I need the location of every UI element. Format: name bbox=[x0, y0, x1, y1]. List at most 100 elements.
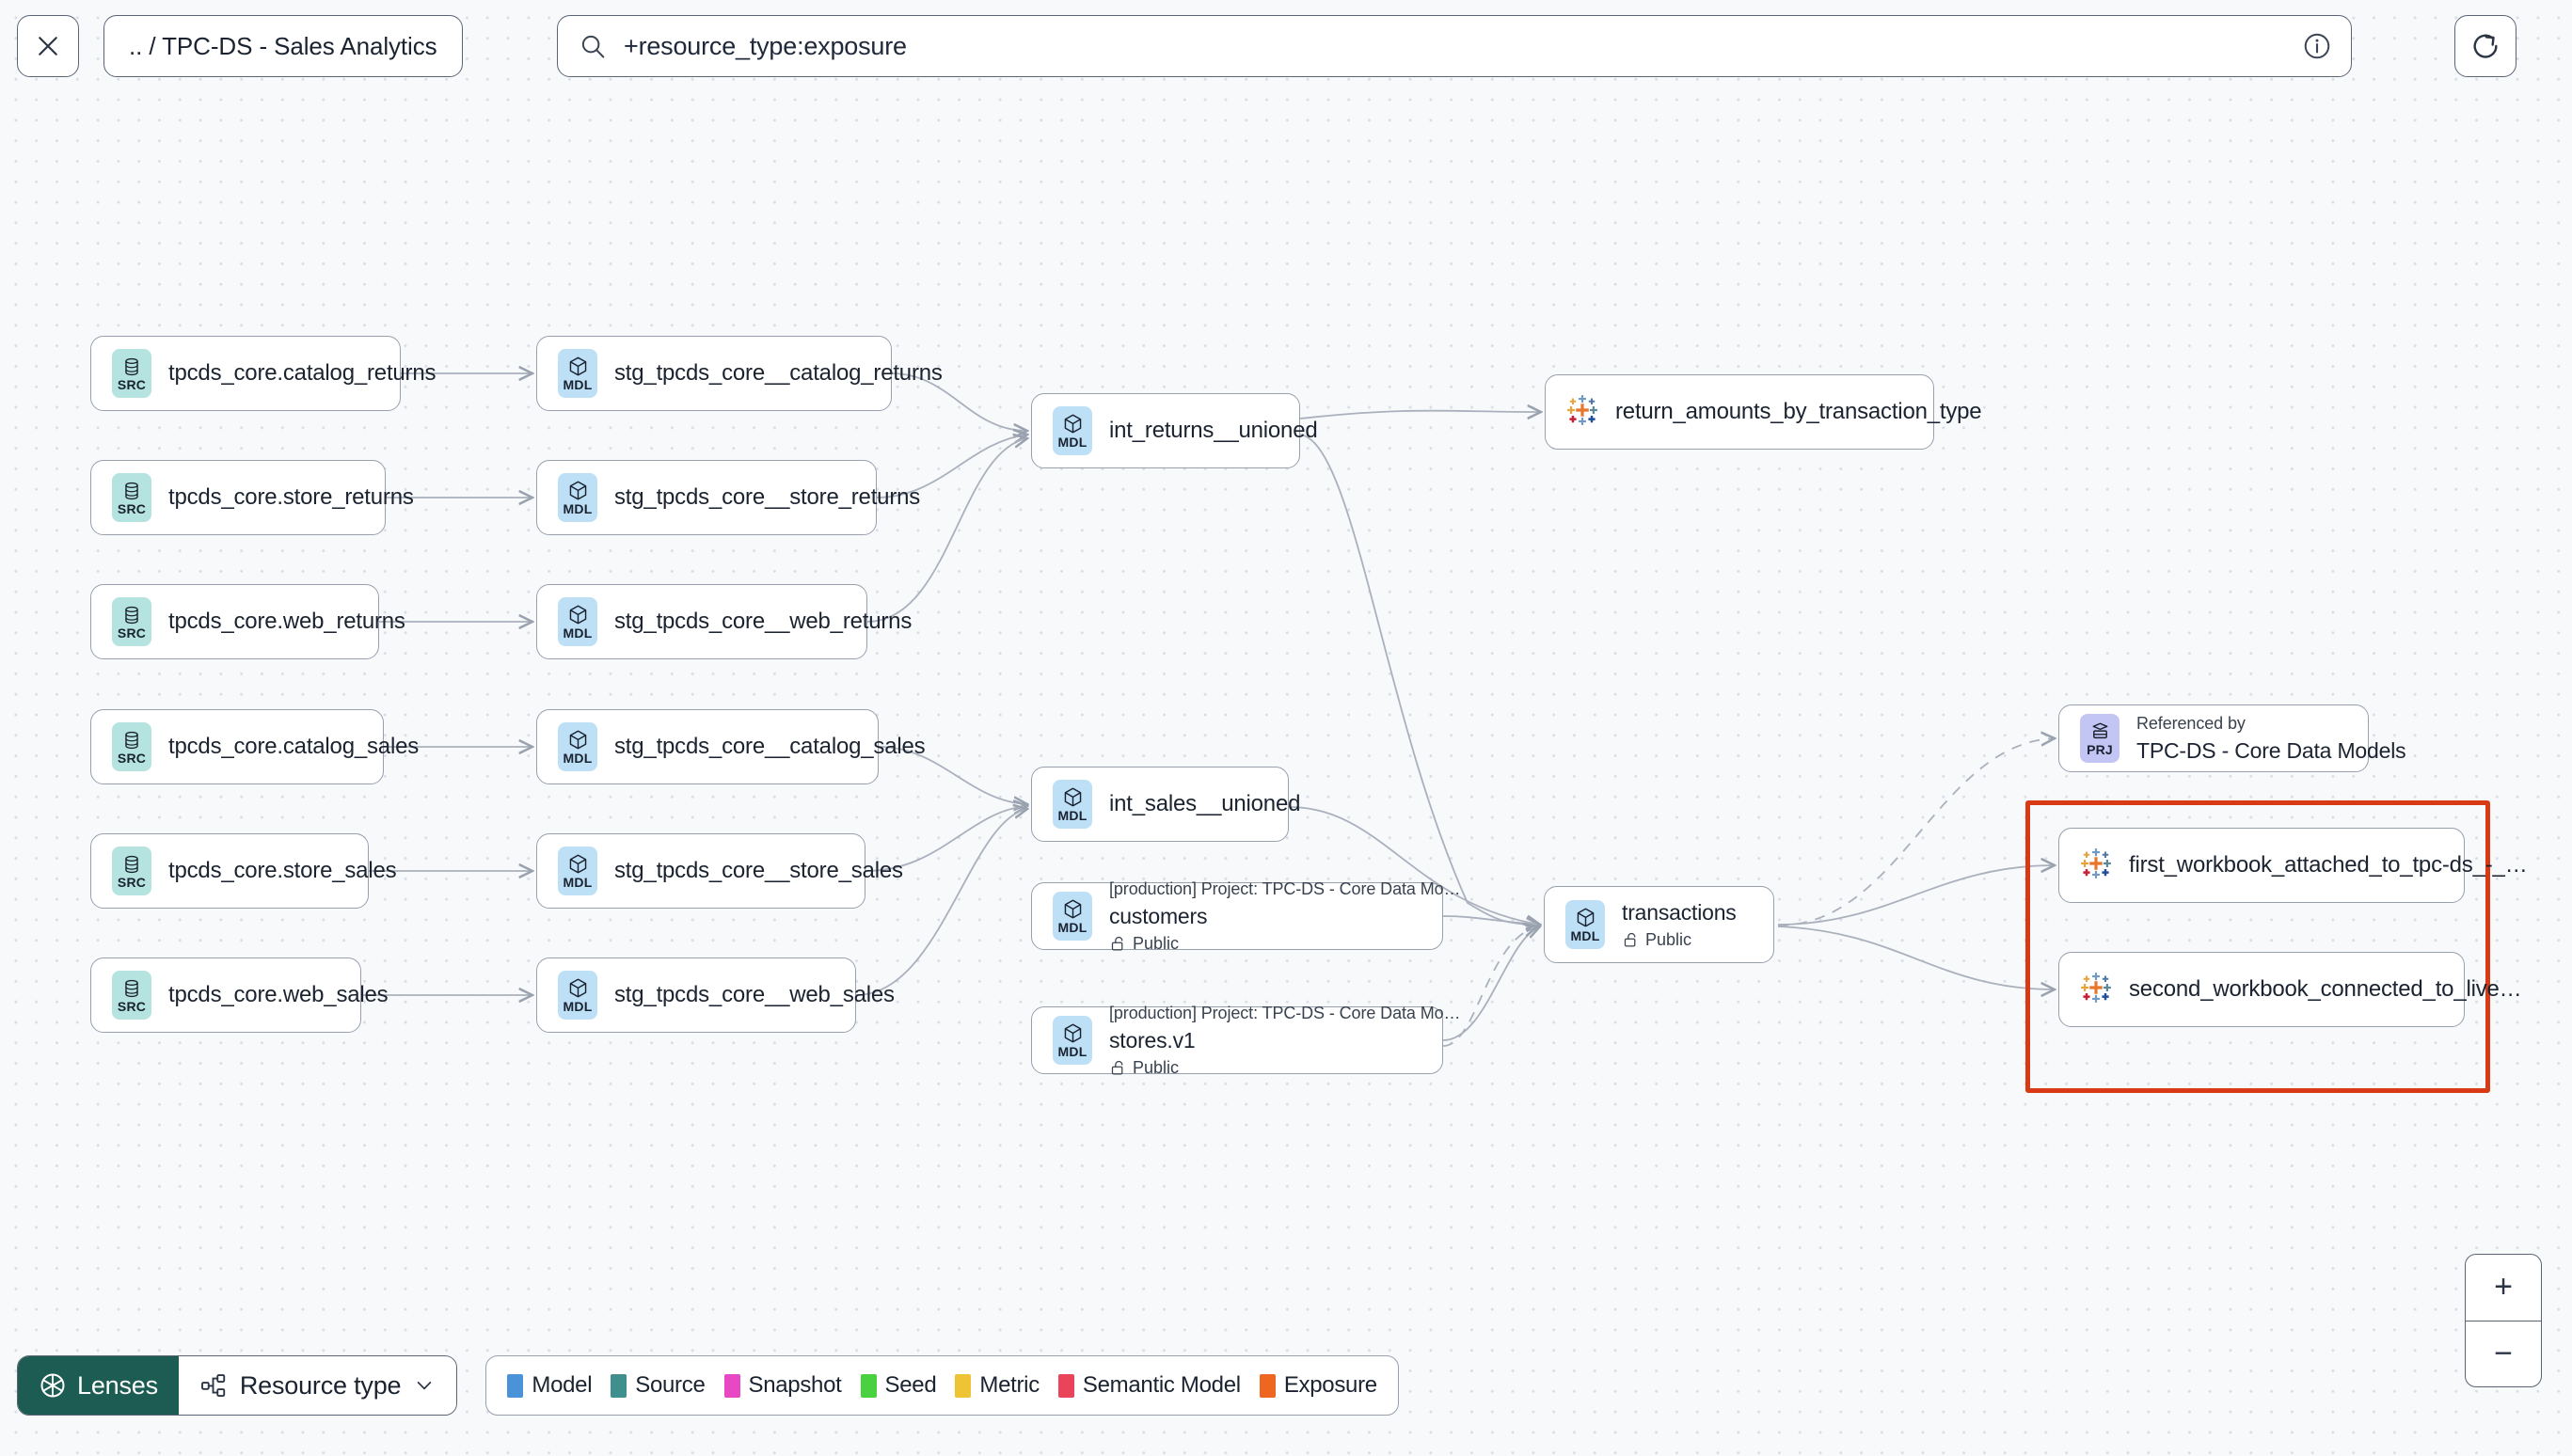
node-type-badge-src: SRC bbox=[112, 722, 151, 771]
graph-node-src-web-sales[interactable]: SRC tpcds_core.web_sales bbox=[90, 957, 389, 1033]
node-label: tpcds_core.catalog_returns bbox=[168, 360, 437, 386]
tableau-icon bbox=[2081, 972, 2111, 1003]
aperture-icon bbox=[40, 1373, 65, 1398]
zoom-in-button[interactable]: + bbox=[2466, 1255, 2541, 1321]
graph-node-mdl-int-sales-unioned[interactable]: MDL int_sales__unioned bbox=[1031, 767, 1300, 842]
node-type-badge-mdl: MDL bbox=[1053, 892, 1092, 941]
database-icon bbox=[125, 855, 138, 873]
node-access-badge: Public bbox=[1622, 930, 1737, 950]
node-access-badge: Public bbox=[1109, 1058, 1442, 1078]
legend-item-model[interactable]: Model bbox=[507, 1372, 593, 1399]
cube-icon bbox=[1064, 899, 1081, 919]
graph-node-prj-core-data-models[interactable]: PRJ Referenced by TPC-DS - Core Data Mod… bbox=[2058, 704, 2406, 772]
cube-icon bbox=[1577, 908, 1594, 927]
node-type-badge-src: SRC bbox=[112, 847, 151, 895]
node-label: int_returns__unioned bbox=[1109, 418, 1318, 443]
bottom-toolbar: Lenses Resource type Model Source Snapsh… bbox=[17, 1355, 1399, 1416]
legend-swatch bbox=[860, 1373, 877, 1398]
legend-item-metric[interactable]: Metric bbox=[955, 1372, 1040, 1399]
node-access-badge: Public bbox=[1109, 934, 1442, 954]
search-input[interactable]: +resource_type:exposure bbox=[557, 15, 2352, 77]
cube-icon bbox=[569, 605, 586, 625]
refresh-button[interactable] bbox=[2454, 15, 2516, 77]
database-icon bbox=[125, 979, 138, 997]
legend-label: Snapshot bbox=[748, 1372, 842, 1398]
node-type-badge-prj: PRJ bbox=[2080, 714, 2120, 763]
node-label: stores.v1 bbox=[1109, 1027, 1196, 1052]
graph-node-mdl-stg-store-returns[interactable]: MDL stg_tpcds_core__store_returns bbox=[536, 460, 920, 535]
node-label: tpcds_core.store_sales bbox=[168, 858, 397, 883]
node-label: customers bbox=[1109, 903, 1208, 928]
tableau-icon-wrap bbox=[2080, 847, 2112, 884]
tableau-icon bbox=[1567, 394, 1597, 425]
zoom-out-button[interactable]: − bbox=[2494, 1335, 2513, 1371]
graph-node-src-catalog-returns[interactable]: SRC tpcds_core.catalog_returns bbox=[90, 336, 437, 411]
breadcrumb[interactable]: .. / TPC-DS - Sales Analytics bbox=[103, 15, 463, 77]
refresh-icon bbox=[2473, 34, 2498, 58]
cube-icon bbox=[569, 481, 586, 500]
node-type-badge-mdl: MDL bbox=[558, 597, 597, 646]
node-label: transactions bbox=[1622, 899, 1737, 925]
legend-item-seed[interactable]: Seed bbox=[860, 1372, 937, 1399]
node-label: stg_tpcds_core__store_returns bbox=[614, 484, 921, 510]
node-label: tpcds_core.catalog_sales bbox=[168, 734, 420, 759]
node-type-badge-mdl: MDL bbox=[1053, 1016, 1092, 1065]
graph-node-mdl-int-returns-unioned[interactable]: MDL int_returns__unioned bbox=[1031, 393, 1318, 468]
legend-swatch bbox=[955, 1373, 972, 1398]
tableau-icon-wrap bbox=[1566, 394, 1598, 431]
legend-label: Model bbox=[532, 1372, 593, 1398]
node-label: second_workbook_connected_to_live… bbox=[2129, 976, 2522, 1002]
node-type-badge-mdl: MDL bbox=[558, 971, 597, 1020]
lenses-label: Lenses bbox=[77, 1370, 158, 1400]
unlock-icon bbox=[1624, 932, 1636, 946]
cube-icon bbox=[1064, 414, 1081, 434]
resource-type-dropdown[interactable]: Resource type bbox=[178, 1356, 457, 1415]
legend-swatch bbox=[723, 1373, 740, 1398]
database-icon bbox=[125, 357, 138, 375]
cube-icon bbox=[569, 730, 586, 750]
node-project-path: [production] Project: TPC-DS - Core Data… bbox=[1109, 1003, 1461, 1022]
graph-node-src-store-sales[interactable]: SRC tpcds_core.store_sales bbox=[90, 833, 397, 909]
lenses-button[interactable]: Lenses bbox=[18, 1356, 179, 1415]
graph-node-exp-return-amounts[interactable]: return_amounts_by_transaction_type bbox=[1545, 374, 1982, 450]
graph-node-mdl-stg-catalog-returns[interactable]: MDL stg_tpcds_core__catalog_returns bbox=[536, 336, 943, 411]
node-project-path: [production] Project: TPC-DS - Core Data… bbox=[1109, 878, 1461, 898]
legend-item-snapshot[interactable]: Snapshot bbox=[723, 1372, 842, 1399]
node-label: stg_tpcds_core__web_returns bbox=[614, 609, 913, 634]
info-icon bbox=[2304, 33, 2330, 59]
tableau-icon bbox=[2081, 847, 2111, 878]
graph-node-mdl-stores-v1[interactable]: MDL [production] Project: TPC-DS - Core … bbox=[1031, 1003, 1461, 1077]
database-icon bbox=[125, 606, 138, 624]
legend-item-semantic-model[interactable]: Semantic Model bbox=[1057, 1372, 1241, 1399]
unlock-icon bbox=[1111, 1060, 1123, 1074]
node-type-badge-mdl: MDL bbox=[558, 349, 597, 398]
legend-swatch bbox=[507, 1373, 524, 1398]
node-label: tpcds_core.store_returns bbox=[168, 484, 414, 510]
node-type-badge-mdl: MDL bbox=[558, 847, 597, 895]
node-type-badge-src: SRC bbox=[112, 971, 151, 1020]
graph-node-mdl-stg-web-sales[interactable]: MDL stg_tpcds_core__web_sales bbox=[536, 957, 895, 1033]
legend-item-source[interactable]: Source bbox=[611, 1372, 706, 1399]
graph-node-mdl-stg-store-sales[interactable]: MDL stg_tpcds_core__store_sales bbox=[536, 833, 903, 909]
legend-item-exposure[interactable]: Exposure bbox=[1259, 1372, 1377, 1399]
database-icon bbox=[125, 482, 138, 499]
graph-node-mdl-stg-catalog-sales[interactable]: MDL stg_tpcds_core__catalog_sales bbox=[536, 709, 926, 784]
node-label: tpcds_core.web_returns bbox=[168, 609, 405, 634]
graph-node-src-store-returns[interactable]: SRC tpcds_core.store_returns bbox=[90, 460, 414, 535]
zoom-controls: + − bbox=[2465, 1254, 2542, 1387]
graph-node-src-web-returns[interactable]: SRC tpcds_core.web_returns bbox=[90, 584, 405, 659]
graph-node-mdl-stg-web-returns[interactable]: MDL stg_tpcds_core__web_returns bbox=[536, 584, 912, 659]
close-button[interactable] bbox=[17, 15, 79, 77]
info-button[interactable] bbox=[2302, 31, 2332, 61]
graph-node-mdl-transactions[interactable]: MDL transactions Public bbox=[1544, 886, 1774, 963]
graph-node-mdl-customers[interactable]: MDL [production] Project: TPC-DS - Core … bbox=[1031, 878, 1461, 953]
graph-node-exp-first-workbook[interactable]: first_workbook_attached_to_tpc-ds_-_… bbox=[2058, 828, 2528, 903]
graph-node-exp-second-workbook[interactable]: second_workbook_connected_to_live… bbox=[2058, 952, 2522, 1027]
resource-type-legend: Model Source Snapshot Seed Metric Semant… bbox=[485, 1355, 1399, 1416]
graph-node-src-catalog-sales[interactable]: SRC tpcds_core.catalog_sales bbox=[90, 709, 419, 784]
legend-label: Metric bbox=[979, 1372, 1040, 1398]
node-type-badge-src: SRC bbox=[112, 597, 151, 646]
node-label: stg_tpcds_core__catalog_sales bbox=[614, 734, 926, 759]
node-label: int_sales__unioned bbox=[1109, 791, 1301, 816]
